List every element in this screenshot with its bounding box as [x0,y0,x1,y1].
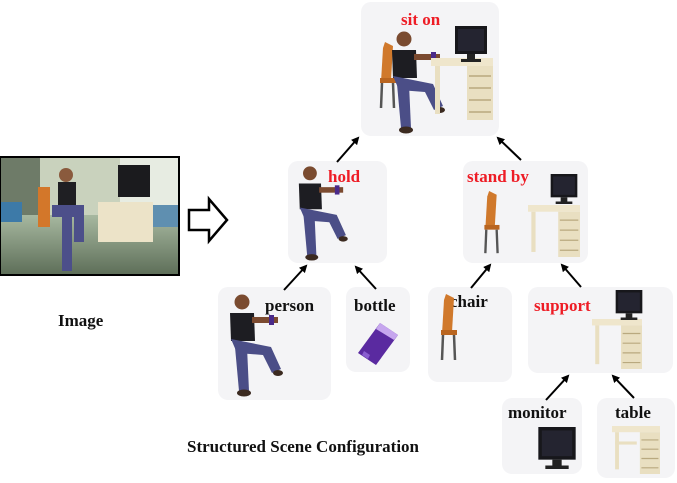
hollow-arrow-icon [187,195,229,245]
node-support: support [528,287,673,373]
arrow-bottle-to-hold [354,265,377,290]
node-hold: hold [288,161,387,263]
relation-label-hold: hold [328,167,361,186]
bottle-icon [358,323,398,365]
table-icon [592,319,642,369]
node-monitor: monitor [502,398,582,474]
arrow-person-to-hold [283,264,308,291]
relation-label-sit-on: sit on [401,10,441,29]
table-icon [431,58,493,120]
person-icon [298,166,348,261]
arrow-support-to-stand-by [560,263,582,288]
arrow-table-to-support [611,374,635,399]
arrow-stand-by-to-sit-on [496,136,522,161]
arrow-chair-to-stand-by [470,263,492,289]
scene-caption: Structured Scene Configuration [187,437,420,456]
object-label-monitor: monitor [508,403,567,422]
arrow-hold-to-sit-on [336,136,360,163]
image-caption: Image [58,311,104,330]
object-label-table: table [615,403,651,422]
monitor-icon [455,26,487,62]
table-icon [612,426,660,474]
relation-label-stand-by: stand by [467,167,529,186]
node-chair: chair [428,287,512,382]
chair-icon [379,42,396,109]
person-icon [230,294,283,397]
input-photo [0,156,180,276]
node-sit-on: sit on [361,2,499,136]
relation-label-support: support [534,296,591,315]
monitor-icon [550,174,578,204]
monitor-icon [615,290,643,320]
object-label-person: person [265,296,315,315]
monitor-icon [538,427,576,469]
chair-icon [484,191,500,254]
person-icon [392,31,445,134]
chair-icon [440,294,457,361]
node-bottle: bottle [346,287,410,372]
node-stand-by: stand by [463,161,588,263]
object-label-bottle: bottle [354,296,396,315]
object-label-chair: chair [450,292,488,311]
node-person: person [218,287,331,400]
arrow-monitor-to-support [545,374,570,401]
node-table: table [597,398,675,478]
table-icon [528,205,580,257]
